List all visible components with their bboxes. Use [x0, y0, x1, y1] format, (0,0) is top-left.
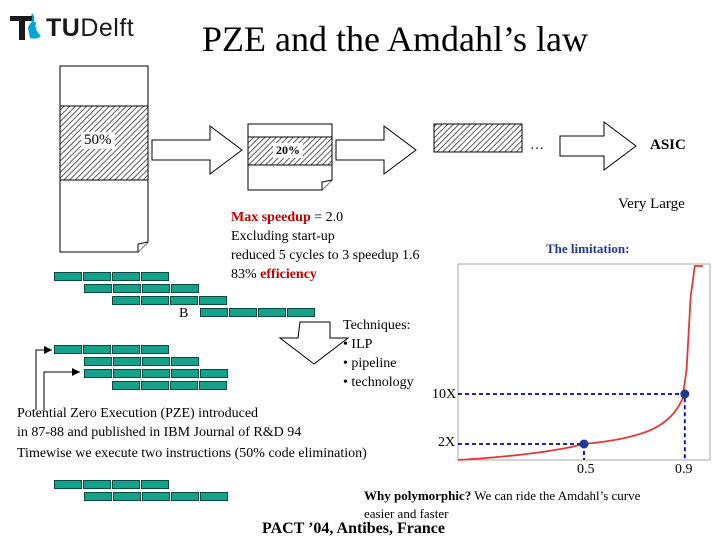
logo-delft: Delft	[80, 14, 135, 42]
technique-pipeline: • pipeline	[343, 356, 397, 371]
why-line-1: Why polymorphic? We can ride the Amdahl’…	[364, 487, 640, 505]
pipeline-row	[84, 492, 228, 501]
callout-line-2	[43, 371, 80, 410]
pipeline-row	[84, 284, 199, 293]
techniques-list: Techniques: • ILP • pipeline • technolog…	[343, 316, 414, 392]
y-tick-label: 2X	[438, 435, 456, 450]
efficiency-pct: 83%	[231, 267, 261, 282]
pze-line-3: Timewise we execute two instructions (50…	[17, 446, 367, 461]
speedup-line-2: Excluding start-up	[231, 229, 335, 244]
arrow-3	[559, 121, 637, 171]
chart-plot-area	[457, 263, 711, 461]
pipeline-row	[54, 480, 169, 489]
max-speedup-label: Max speedup	[231, 210, 311, 225]
pipeline-row	[200, 308, 315, 317]
arrow-1	[151, 125, 243, 175]
tu-delft-logo: TUDelft	[8, 10, 134, 46]
very-large-label: Very Large	[618, 196, 685, 212]
document-thin	[433, 123, 523, 153]
technique-ilp: • ILP	[343, 337, 373, 352]
logo-wordmark: TUDelft	[46, 14, 134, 43]
pipeline-label-b: B	[179, 306, 189, 322]
x-tick-label: 0.9	[675, 462, 693, 477]
label-20-percent: 20%	[273, 143, 303, 158]
pze-line-1: Potential Zero Execution (PZE) introduce…	[17, 406, 259, 421]
techniques-heading: Techniques:	[343, 318, 411, 333]
speedup-line-1: Max speedup = 2.0	[231, 208, 420, 227]
highlight-point	[579, 439, 589, 449]
slide-title: PZE and the Amdahl’s law	[202, 19, 588, 59]
pipeline-row	[112, 381, 227, 390]
speedup-line-4: 83% efficiency	[231, 265, 420, 284]
pipeline-row	[84, 369, 228, 378]
why-line-2: easier and faster	[364, 506, 449, 521]
efficiency-label: efficiency	[260, 267, 317, 282]
document-original	[59, 65, 149, 253]
why-polymorphic-text: Why polymorphic? We can ride the Amdahl’…	[364, 487, 640, 523]
why-rest: We can ride the Amdahl’s curve	[471, 488, 641, 503]
arrow-2	[335, 125, 417, 175]
pipeline-row	[54, 345, 169, 354]
pipeline-row	[54, 272, 169, 281]
conference-label: PACT ’04, Antibes, France	[262, 520, 445, 537]
y-tick-label: 10X	[432, 387, 457, 402]
logo-tu: TU	[46, 14, 81, 42]
ellipsis: …	[530, 138, 544, 153]
label-50-percent: 50%	[81, 132, 115, 149]
pze-text: Potential Zero Execution (PZE) introduce…	[17, 404, 367, 463]
speedup-text: Max speedup = 2.0 Excluding start-up red…	[231, 208, 420, 284]
speedup-line-3: reduced 5 cycles to 3 speedup 1.6	[231, 248, 420, 263]
pipeline-row	[84, 357, 199, 366]
asic-label: ASIC	[650, 137, 686, 153]
flame-icon	[10, 13, 41, 40]
highlight-point	[680, 389, 690, 399]
technique-technology: • technology	[343, 375, 414, 390]
pze-line-2: in 87-88 and published in IBM Journal of…	[17, 425, 302, 440]
x-tick-label: 0.5	[577, 462, 595, 477]
arrow-down	[278, 321, 350, 365]
limitation-label: The limitation:	[546, 241, 630, 256]
max-speedup-value: = 2.0	[310, 210, 344, 225]
why-bold: Why polymorphic?	[364, 488, 472, 503]
pipeline-row	[112, 296, 227, 305]
